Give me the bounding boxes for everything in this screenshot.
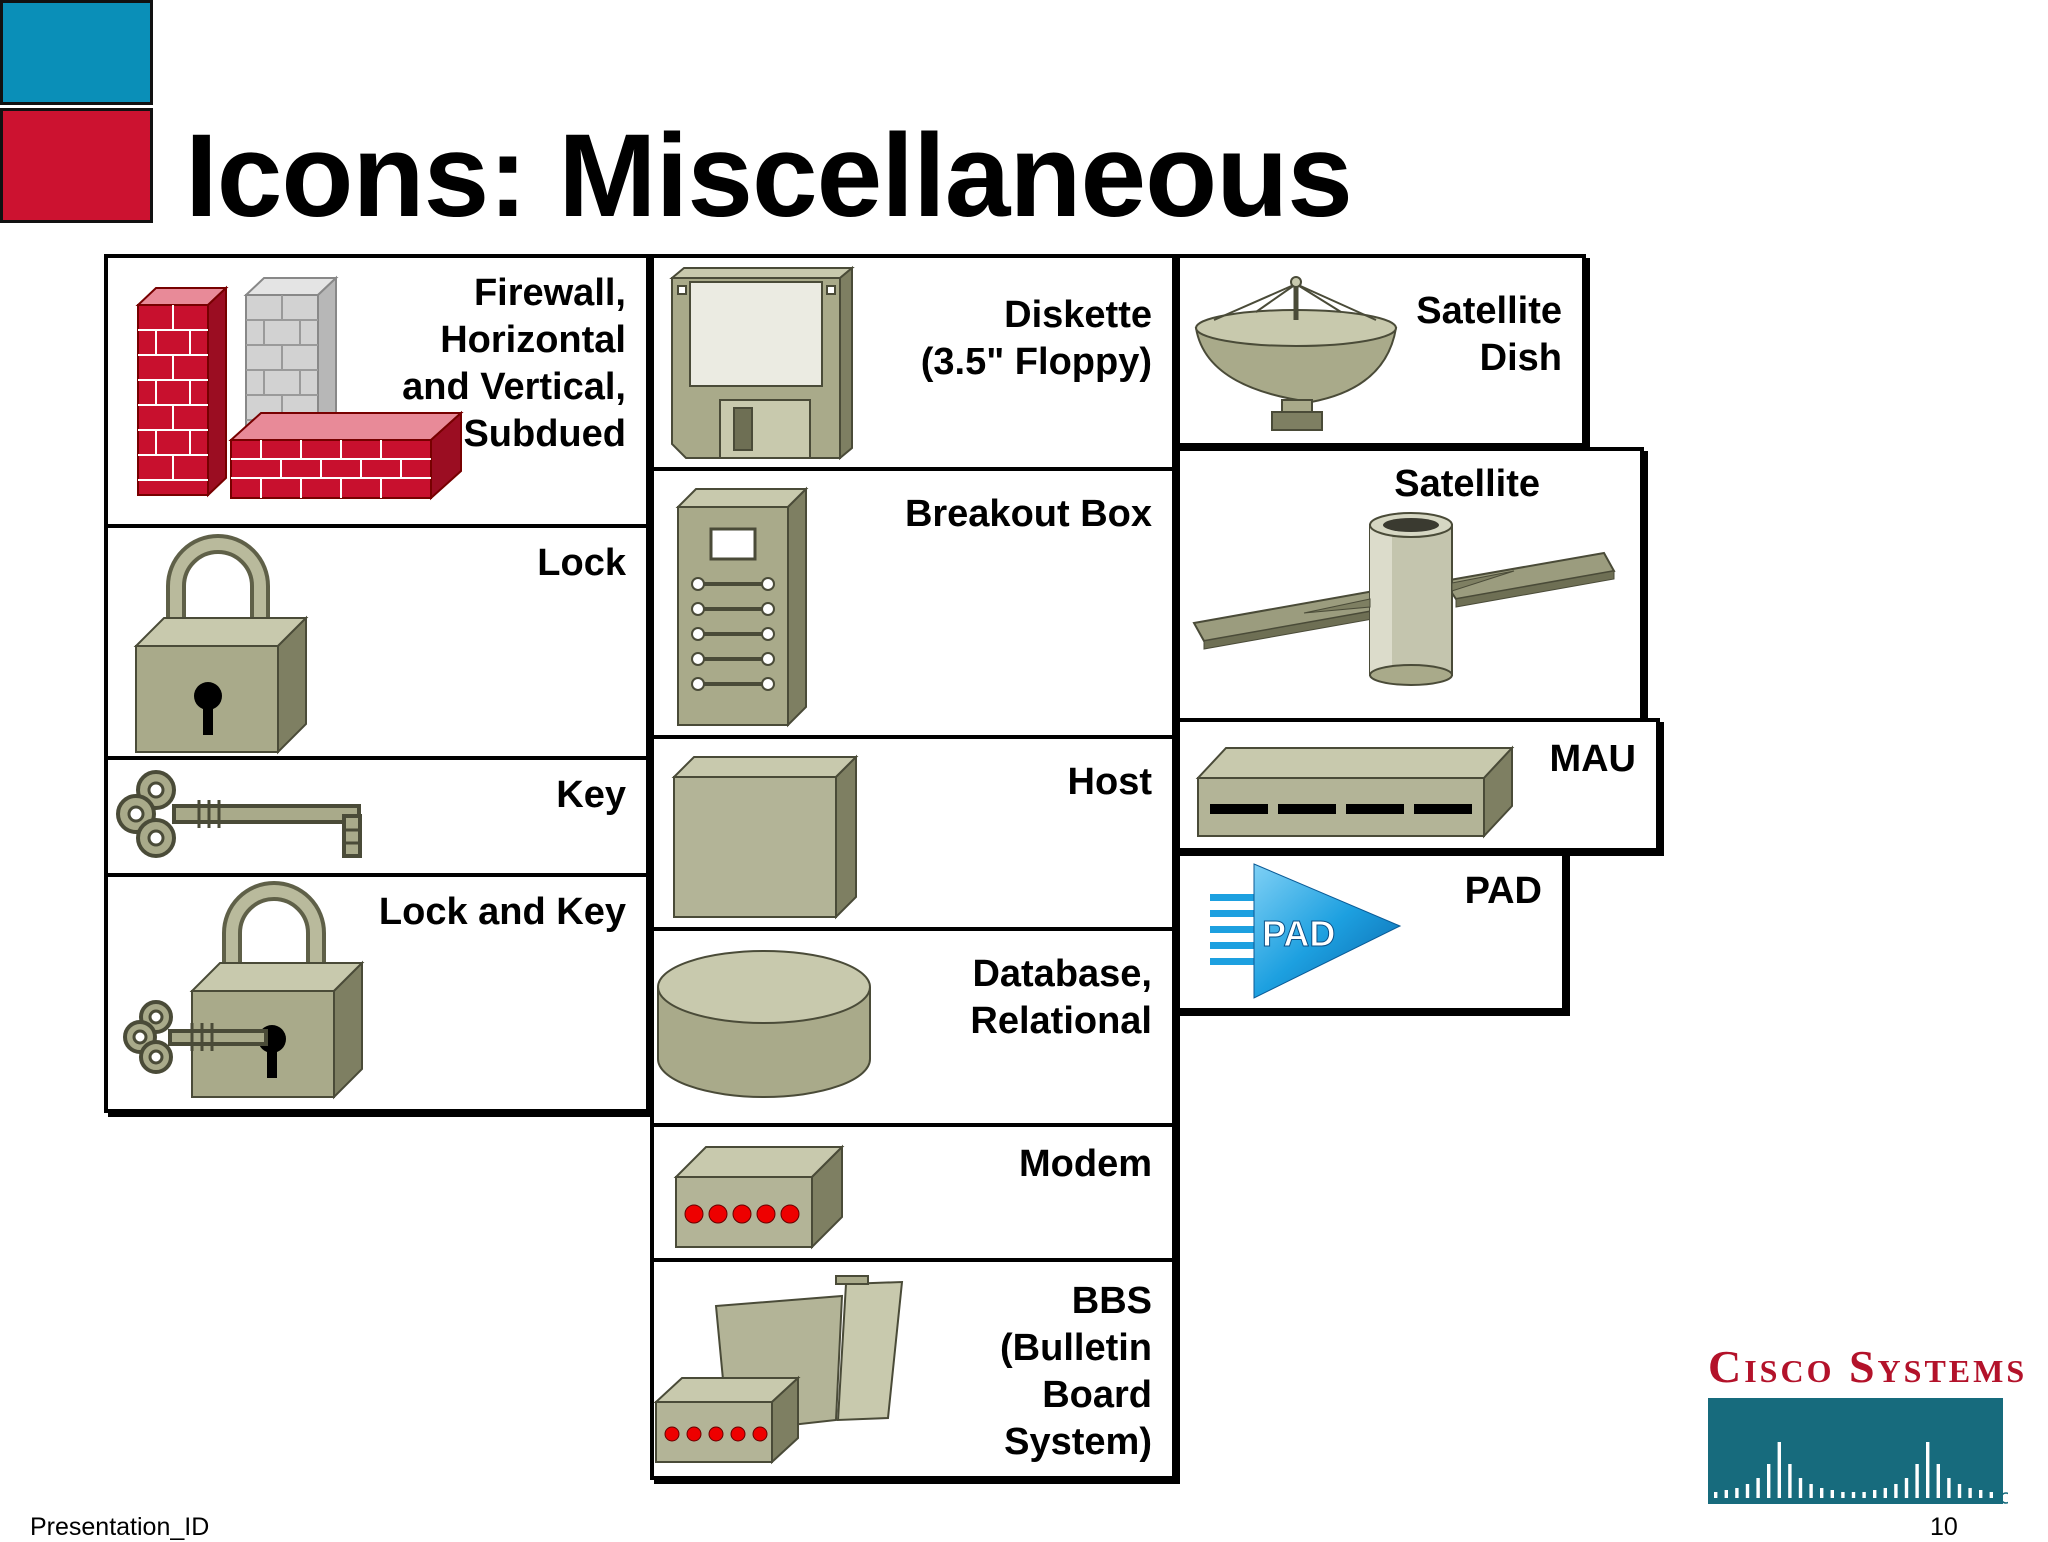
cell-bbs: BBS (Bulletin Board System) — [650, 1258, 1176, 1480]
slide-title: Icons: Miscellaneous — [185, 110, 1353, 242]
cell-label: Breakout Box — [904, 493, 1152, 535]
cisco-logo-bar — [1894, 1484, 1898, 1498]
cisco-logo-bar — [1724, 1490, 1728, 1498]
lock-and-key-icon — [123, 881, 365, 1100]
cisco-logo-bar — [1809, 1484, 1813, 1498]
cell-pad: PAD PAD — [1176, 852, 1566, 1012]
cell-label: Satellite Dish — [1416, 290, 1562, 379]
cisco-logo-bar — [1798, 1478, 1803, 1498]
cell-satellite: Satellite — [1176, 447, 1644, 722]
cell-label: Lock — [537, 542, 626, 584]
pad-icon-text: PAD — [1262, 913, 1335, 954]
cisco-logo: Cisco Systems — [1708, 1340, 2028, 1510]
cisco-logo-bar — [1820, 1488, 1824, 1498]
cell-label: Firewall, Horizontal and Vertical, Subdu… — [402, 272, 626, 455]
lock-icon — [133, 534, 309, 755]
cisco-logo-bar — [1830, 1490, 1834, 1498]
cisco-logo-bar — [1926, 1442, 1930, 1498]
accent-block-red — [0, 108, 153, 223]
cisco-logo-text: Cisco Systems — [1708, 1341, 2028, 1392]
cell-label: Lock and Key — [378, 891, 626, 933]
cisco-logo-bar — [1862, 1492, 1866, 1498]
key-icon — [116, 770, 362, 858]
database-icon — [657, 950, 871, 1098]
cell-label: Satellite — [1394, 463, 1540, 505]
cisco-logo-bar — [1936, 1464, 1940, 1498]
cisco-logo-bar — [1873, 1490, 1877, 1498]
cisco-logo-bar — [1904, 1478, 1909, 1498]
cell-label: Database, Relational — [970, 953, 1152, 1042]
cell-label: Key — [556, 774, 626, 816]
cisco-logo-bar — [1767, 1464, 1771, 1498]
cisco-logo-bar — [1851, 1492, 1856, 1498]
modem-icon — [673, 1144, 845, 1250]
cell-label: BBS (Bulletin Board System) — [1000, 1280, 1152, 1463]
cisco-logo-bar — [1883, 1488, 1887, 1498]
cisco-logo-bar — [1947, 1478, 1951, 1498]
firewall-icon — [135, 275, 464, 501]
footer-presentation-id: Presentation_ID — [30, 1513, 210, 1541]
accent-block-blue — [0, 0, 153, 105]
satellite-dish-icon — [1194, 276, 1398, 431]
cell-breakout-box: Breakout Box — [650, 467, 1176, 739]
cisco-logo-bar — [1957, 1484, 1962, 1498]
cell-label: Diskette (3.5" Floppy) — [920, 294, 1152, 383]
pad-icon: PAD — [1210, 863, 1402, 999]
cell-label: Host — [1067, 761, 1152, 803]
page-number: 10 — [1930, 1513, 1958, 1541]
cell-mau: MAU — [1176, 718, 1660, 852]
cisco-logo-bar — [1989, 1492, 1993, 1498]
cisco-bridge-icon — [1708, 1398, 2008, 1504]
cisco-logo-bar — [1714, 1492, 1718, 1498]
diskette-icon — [669, 265, 855, 461]
cell-satellite-dish: Satellite Dish — [1176, 254, 1586, 447]
cell-lock: Lock — [104, 524, 650, 760]
cisco-logo-bar — [1979, 1490, 1983, 1498]
cisco-logo-bar — [1841, 1492, 1845, 1498]
cell-label: PAD — [1464, 870, 1542, 912]
breakout-box-icon — [675, 486, 809, 728]
cisco-logo-bar — [1915, 1464, 1919, 1498]
cisco-logo-bar — [1968, 1488, 1972, 1498]
bbs-icon — [653, 1275, 904, 1465]
cell-label: MAU — [1549, 738, 1636, 780]
cell-lock-and-key: Lock and Key — [104, 873, 650, 1113]
cisco-logo-bar — [1756, 1478, 1760, 1498]
cell-key: Key — [104, 756, 650, 877]
cisco-logo-bar — [1788, 1464, 1792, 1498]
cisco-logo-bar — [1745, 1484, 1750, 1498]
satellite-icon — [1192, 512, 1616, 686]
mau-icon — [1195, 745, 1515, 839]
cell-diskette: Diskette (3.5" Floppy) — [650, 254, 1176, 471]
cisco-logo-bar — [1777, 1442, 1781, 1498]
cell-host: Host — [650, 735, 1176, 931]
cisco-logo-bar — [1735, 1488, 1739, 1498]
host-icon — [671, 754, 859, 920]
cell-database: Database, Relational — [650, 927, 1176, 1127]
cell-label: Modem — [1019, 1143, 1152, 1185]
cell-modem: Modem — [650, 1123, 1176, 1262]
cell-firewall: Firewall, Horizontal and Vertical, Subdu… — [104, 254, 650, 528]
